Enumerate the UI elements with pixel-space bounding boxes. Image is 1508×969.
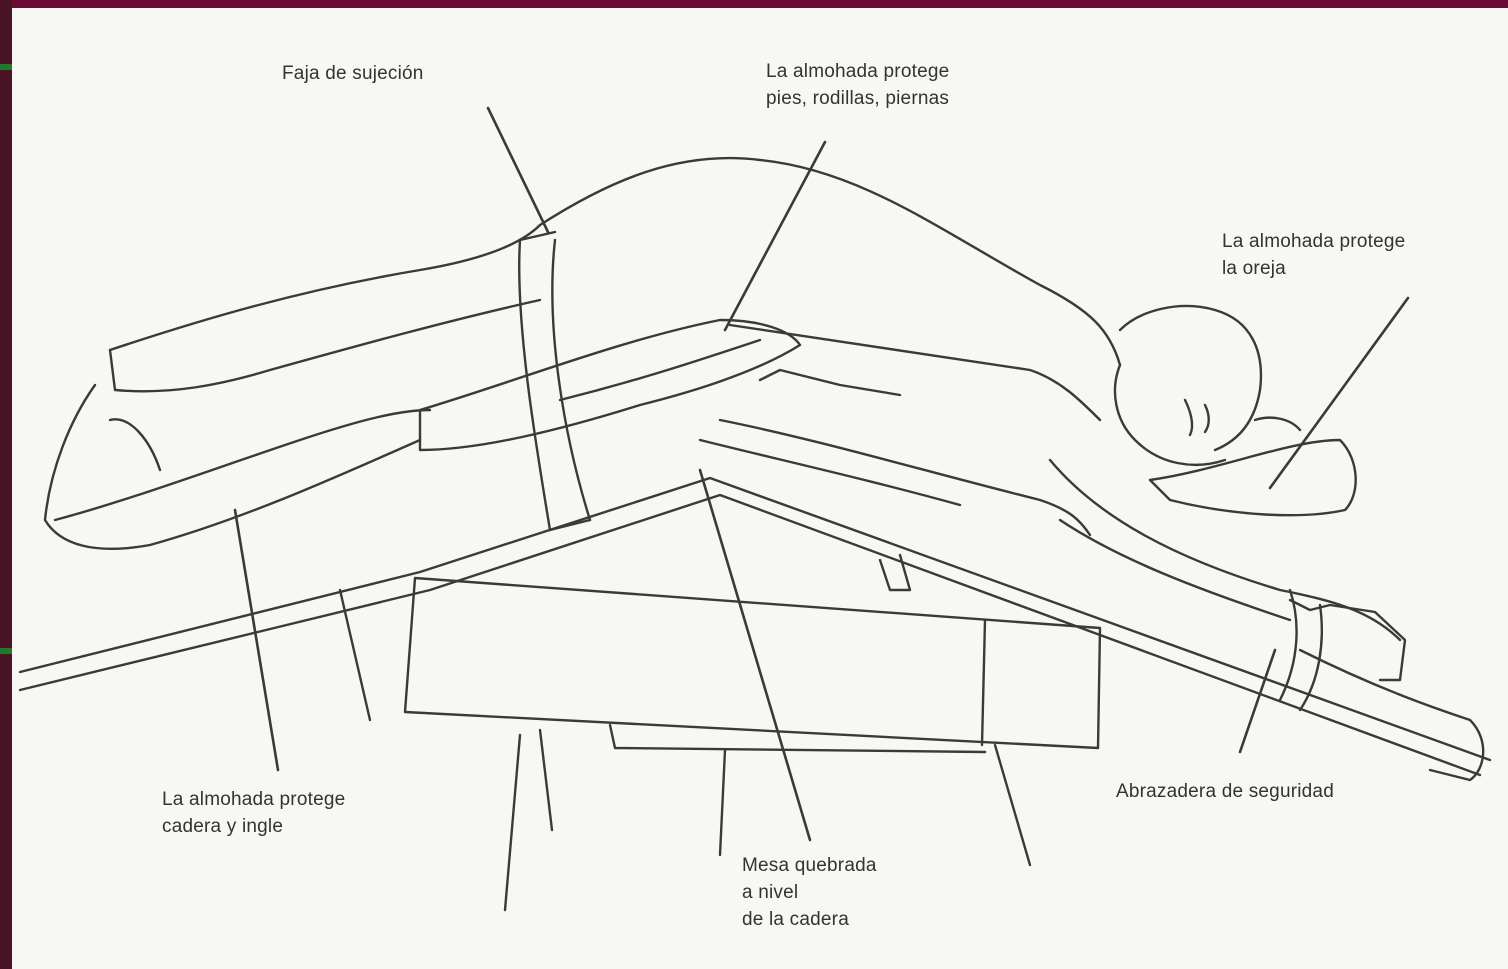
hip-strap — [519, 232, 590, 530]
label-pillow-hip: La almohada protege cadera y ingle — [162, 786, 345, 840]
label-safety-strap: Abrazadera de seguridad — [1116, 778, 1334, 805]
label-table-angle: Mesa quebrada a nivel de la cadera — [742, 852, 877, 933]
label-suction-strap: Faja de sujeción — [282, 60, 424, 87]
label-pillow-ear: La almohada protege la oreja — [1222, 228, 1405, 282]
label-pillow-feet: La almohada protege pies, rodillas, pier… — [766, 58, 949, 112]
leader-lines — [235, 108, 1408, 840]
